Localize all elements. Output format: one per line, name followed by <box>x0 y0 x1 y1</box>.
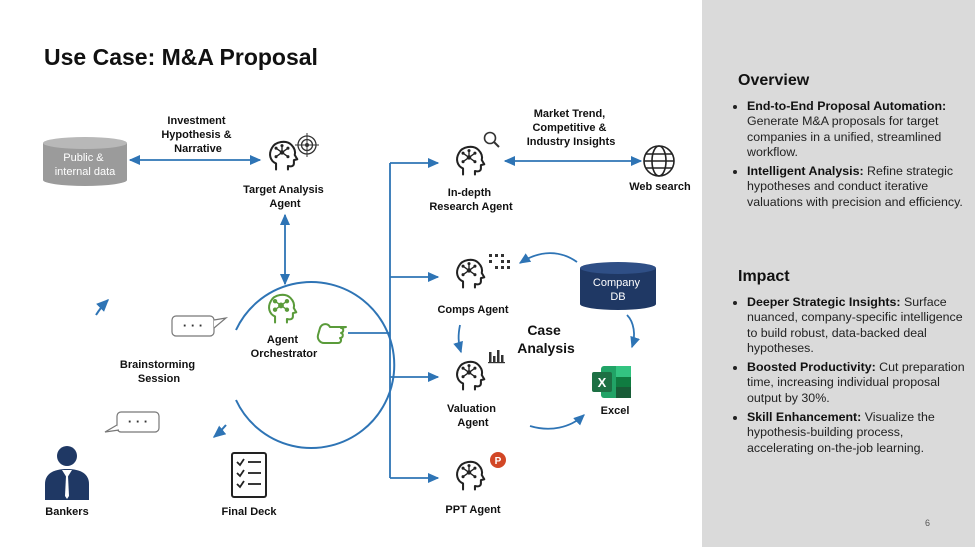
globe-icon <box>643 145 675 177</box>
overview-item: Intelligent Analysis: Refine strategic h… <box>747 164 972 210</box>
brainstorming-cycle <box>95 281 396 449</box>
pointing-hand-icon <box>316 323 347 344</box>
svg-text:Investment Hypothesis &: Investment Hypothesis & Narrative <box>161 115 234 155</box>
side-panel <box>702 0 975 547</box>
svg-text:Target Analysis Agent: Target Analysis Agent <box>243 184 327 210</box>
overview-item: End-to-End Proposal Automation: Generate… <box>747 99 972 160</box>
svg-text:Case Analysis: Case Analysis <box>517 322 575 356</box>
web-search-label: Web search <box>629 181 691 193</box>
agent-head-icon <box>456 258 486 289</box>
impact-list: Deeper Strategic Insights: Surface nuanc… <box>734 295 972 460</box>
grid-dots-icon <box>489 254 510 269</box>
investment-hypothesis-label: Investment Hypothesis & Narrative <box>161 115 234 155</box>
agent-orchestrator: Agent Orchestrator <box>251 293 318 360</box>
valuation-agent: Valuation Agent <box>447 350 505 429</box>
magnifier-icon <box>483 131 500 148</box>
svg-text:Agent Orchestrator: Agent Orchestrator <box>251 334 318 360</box>
target-analysis-agent: Target Analysis Agent <box>243 133 327 210</box>
checklist-icon: Final Deck <box>221 452 277 518</box>
case-analysis-cycle <box>453 252 640 430</box>
svg-text:PPT Agent: PPT Agent <box>445 504 501 516</box>
impact-item: Skill Enhancement: Visualize the hypothe… <box>747 410 972 456</box>
banker-icon: Bankers <box>45 446 89 518</box>
svg-text:P: P <box>495 456 502 467</box>
target-icon <box>295 133 319 157</box>
svg-text:Bankers: Bankers <box>45 506 88 518</box>
brainstorming-label: Brainstorming Session <box>120 359 198 385</box>
svg-text:Brainstorming Session: Brainstorming Session <box>120 359 198 385</box>
svg-text:Final Deck: Final Deck <box>221 506 277 518</box>
research-agent: In-depth Research Agent <box>429 131 513 213</box>
svg-text:Public & internal data: Public & internal data <box>55 152 116 178</box>
svg-text:Valuation Agent: Valuation Agent <box>447 403 499 429</box>
impact-heading: Impact <box>738 268 790 285</box>
bar-chart-icon <box>488 350 505 364</box>
ppt-agent: P PPT Agent <box>445 452 506 516</box>
svg-text:X: X <box>598 375 607 390</box>
svg-text:· · ·: · · · <box>128 414 148 429</box>
market-trend-label: Market Trend, Competitive & Industry Ins… <box>527 108 616 148</box>
speech-bubble-bottom: · · · <box>104 411 160 433</box>
svg-text:Comps Agent: Comps Agent <box>437 304 508 316</box>
powerpoint-icon: P <box>490 452 506 468</box>
excel-icon: X Excel <box>592 366 631 417</box>
agent-head-icon <box>456 460 486 491</box>
overview-list: End-to-End Proposal Automation: Generate… <box>734 99 972 214</box>
public-data-db-icon: Public & internal data <box>43 137 127 186</box>
svg-text:In-depth Research Agent: In-depth Research Agent <box>429 187 513 213</box>
agent-head-icon <box>269 140 299 171</box>
impact-item: Deeper Strategic Insights: Surface nuanc… <box>747 295 972 356</box>
page-number: 6 <box>925 518 931 528</box>
comps-agent: Comps Agent <box>437 254 510 316</box>
case-analysis-label: Case Analysis <box>517 322 575 356</box>
speech-bubble-top: · · · <box>171 315 229 337</box>
svg-text:Excel: Excel <box>601 405 630 417</box>
orchestrator-connectors <box>348 157 440 484</box>
slide-title: Use Case: M&A Proposal <box>44 44 318 70</box>
impact-item: Boosted Productivity: Cut preparation ti… <box>747 360 972 406</box>
svg-text:Market Trend, Competitiv: Market Trend, Competitive & Industry Ins… <box>527 108 616 148</box>
workflow-diagram: Public & internal data Investment Hypoth… <box>43 108 691 518</box>
svg-text:Company DB: Company DB <box>593 277 643 303</box>
company-db-icon: Company DB <box>580 262 656 310</box>
svg-text:· · ·: · · · <box>183 318 203 333</box>
agent-head-icon <box>456 360 486 391</box>
agent-head-icon <box>456 145 486 176</box>
overview-heading: Overview <box>738 72 810 89</box>
